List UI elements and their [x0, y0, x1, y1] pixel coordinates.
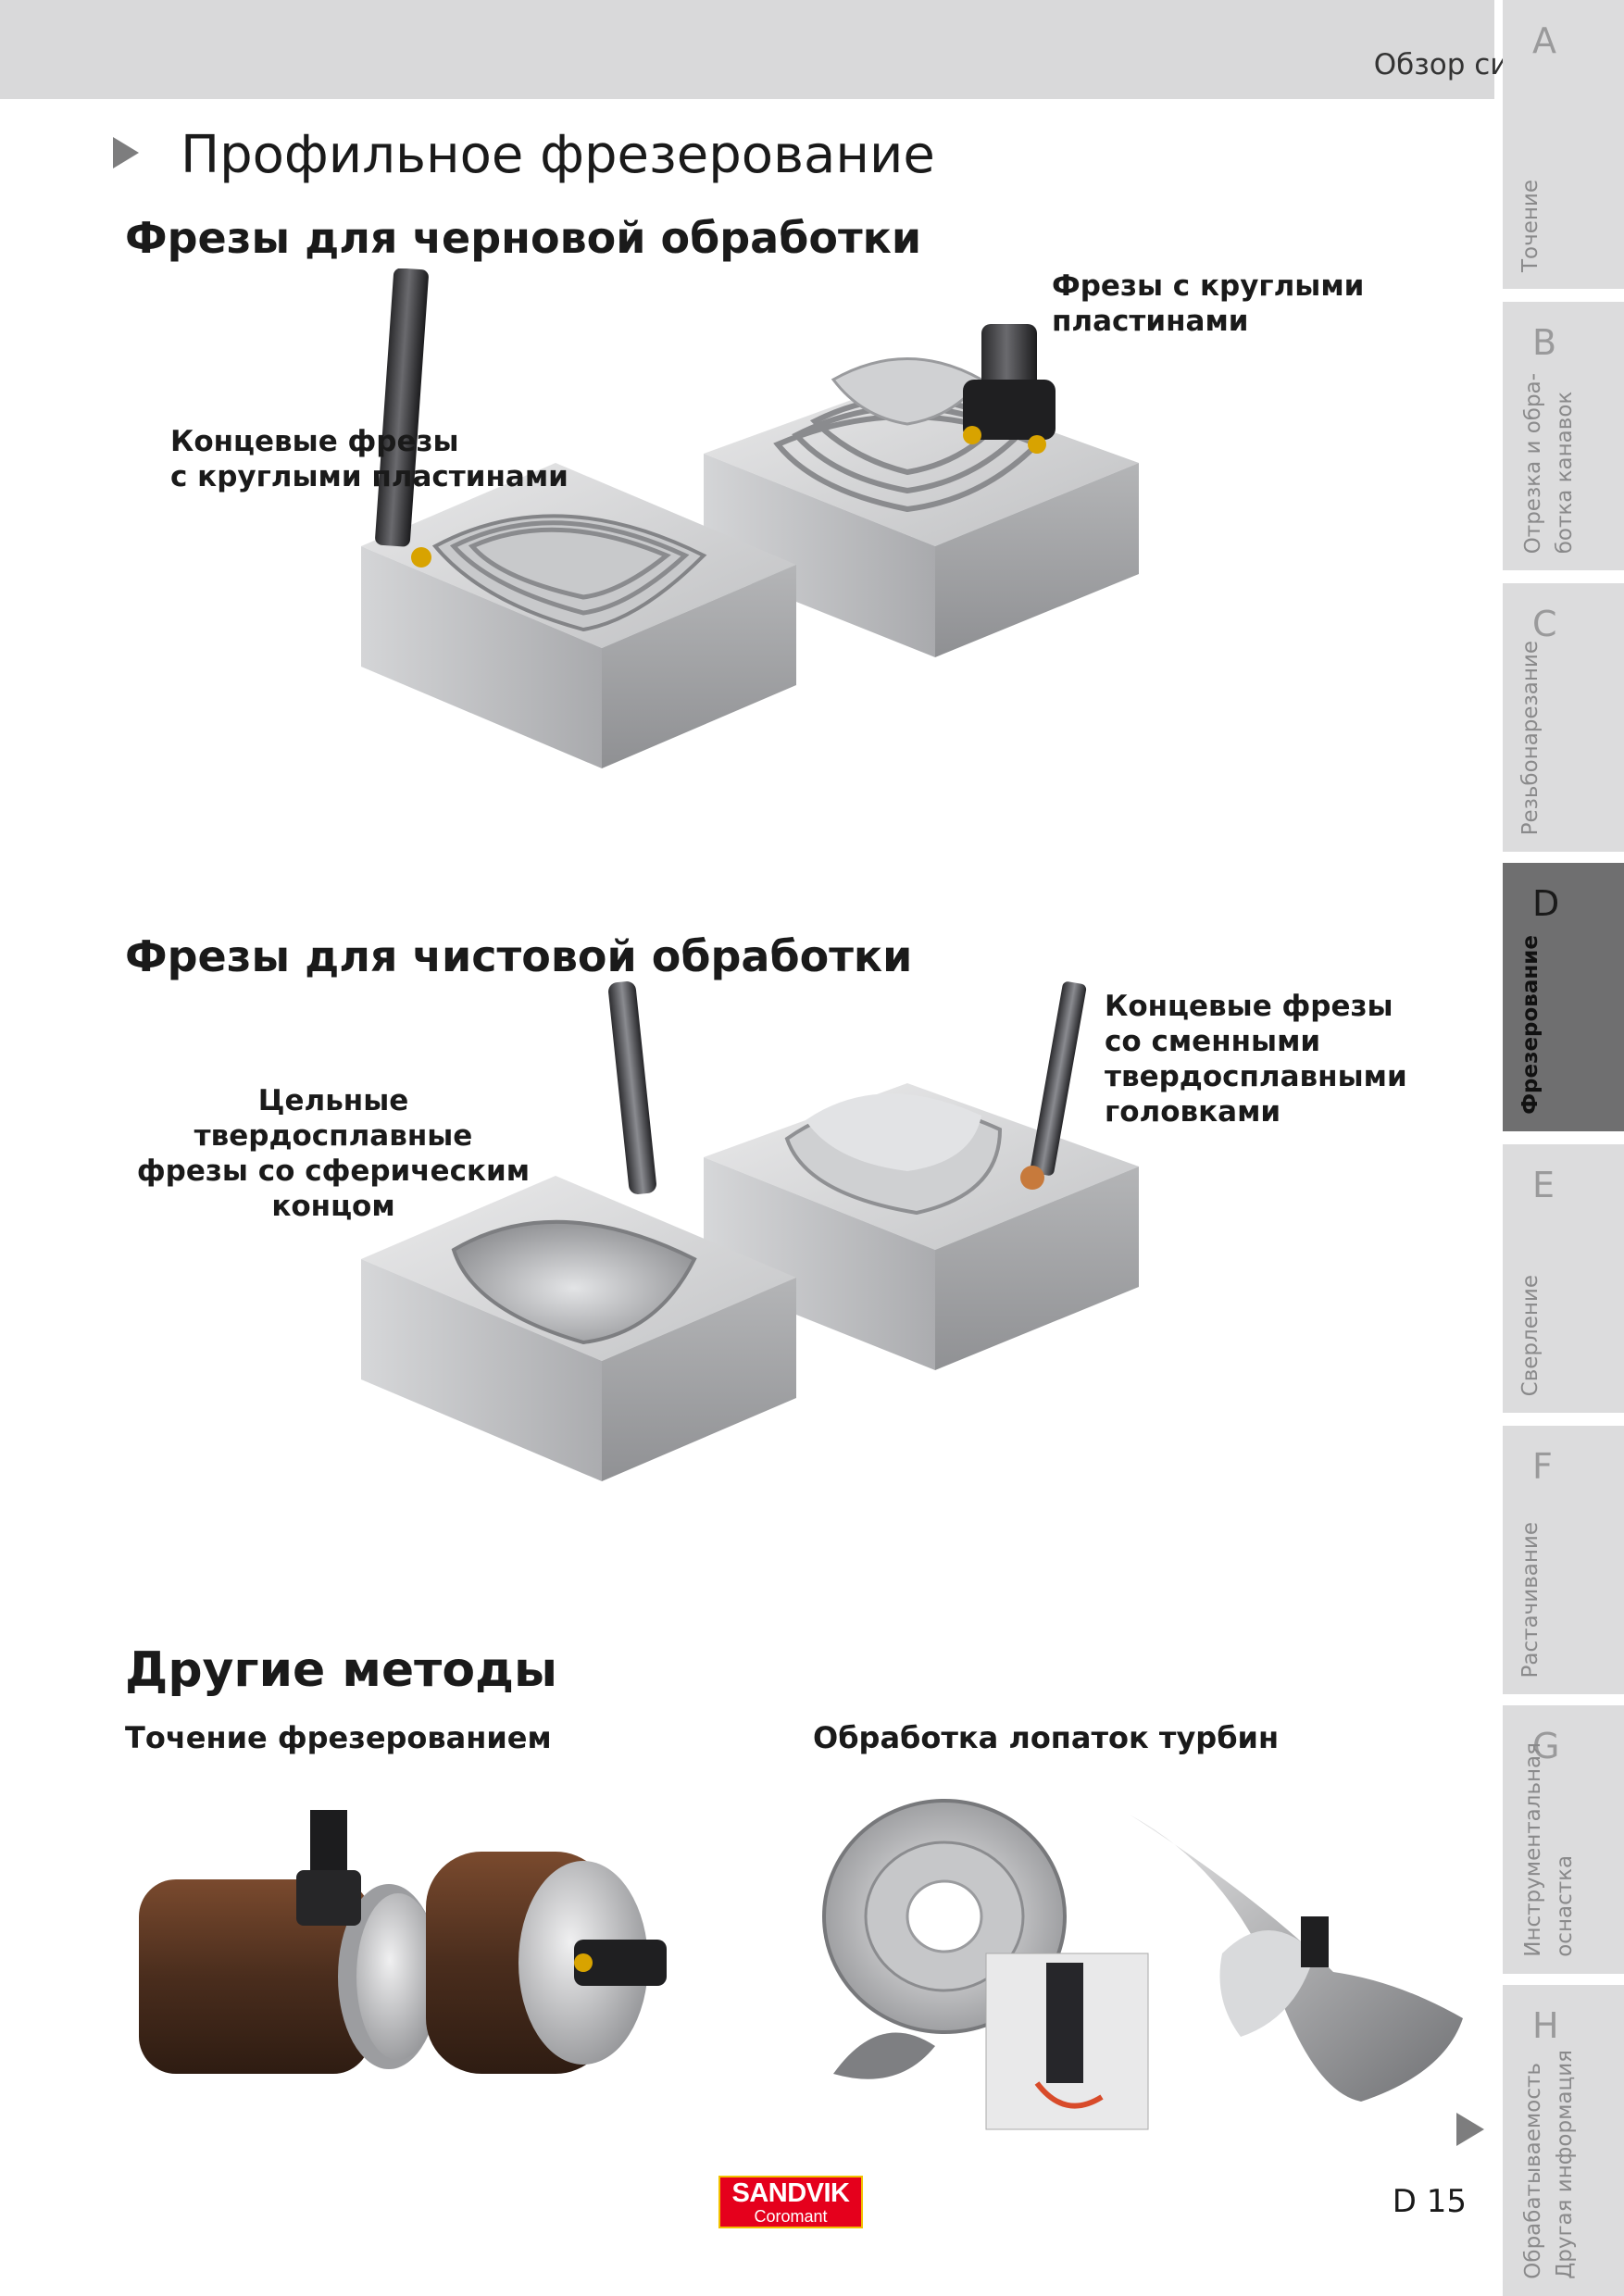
mill-turning-illustration — [139, 1810, 667, 2074]
turbine-blade-illustration — [822, 1799, 1463, 2130]
other-methods-heading: Другие методы — [125, 1642, 558, 1698]
tab-f[interactable]: F Растачивание — [1503, 1426, 1624, 1694]
tab-label: Точение — [1518, 180, 1543, 272]
play-icon — [113, 137, 139, 168]
tab-label: Обрабатываемость Другая информация — [1521, 2050, 1577, 2279]
roughing-caption-right: Фрезы с круглыми пластинами — [1052, 269, 1365, 338]
next-page-icon[interactable] — [1456, 2113, 1484, 2146]
sandvik-coromant-logo: SANDVIK Coromant — [718, 2176, 863, 2228]
header-bar — [0, 0, 1494, 99]
tab-label: Сверление — [1518, 1274, 1543, 1396]
page-number: D 15 — [1392, 2183, 1467, 2220]
turbine-blade-label: Обработка лопаток турбин — [813, 1720, 1280, 1755]
tab-letter: A — [1532, 20, 1556, 61]
tab-b[interactable]: B Отрезка и обра- ботка канавок — [1503, 302, 1624, 570]
tab-h[interactable]: H Обрабатываемость Другая информация — [1503, 1985, 1624, 2296]
tab-letter: E — [1532, 1165, 1555, 1205]
tab-letter: F — [1532, 1446, 1553, 1487]
roughing-heading: Фрезы для черновой обработки — [125, 213, 922, 263]
tab-a[interactable]: A Точение — [1503, 0, 1624, 289]
finishing-caption-right: Концевые фрезы со сменными твердосплавны… — [1105, 990, 1407, 1129]
tab-label: Фрезерование — [1518, 935, 1543, 1115]
tab-label: Отрезка и обра- ботка канавок — [1521, 372, 1577, 554]
mill-turning-label: Точение фрезерованием — [125, 1720, 552, 1755]
tab-d[interactable]: D Фрезерование — [1503, 863, 1624, 1131]
roughing-illustration — [361, 268, 1139, 768]
finishing-heading: Фрезы для чистовой обработки — [125, 931, 913, 981]
tab-g[interactable]: G Инструментальная оснастка — [1503, 1705, 1624, 1974]
tab-e[interactable]: E Сверление — [1503, 1144, 1624, 1413]
sidebar-tabs: A Точение B Отрезка и обра- ботка канаво… — [1503, 0, 1624, 2296]
logo-subtext: Coromant — [754, 2207, 828, 2226]
logo-text: SANDVIK — [731, 2178, 850, 2208]
tab-label: Инструментальная оснастка — [1521, 1742, 1577, 1957]
tab-letter: B — [1532, 322, 1557, 363]
tab-letter: H — [1532, 2005, 1559, 2046]
tab-c[interactable]: C Резьбонарезание — [1503, 583, 1624, 852]
tab-label: Резьбонарезание — [1518, 640, 1543, 835]
page-title: Профильное фрезерование — [181, 125, 935, 185]
finishing-illustration — [361, 981, 1139, 1481]
roughing-caption-left: Концевые фрезы с круглыми пластинами — [170, 425, 568, 493]
finishing-caption-left: Цельные твердосплавные фрезы со сферичес… — [136, 1084, 531, 1223]
tab-letter: D — [1532, 883, 1560, 924]
tab-label: Растачивание — [1518, 1521, 1543, 1678]
tab-letter: C — [1532, 604, 1557, 644]
tab-letter: G — [1532, 1726, 1560, 1766]
